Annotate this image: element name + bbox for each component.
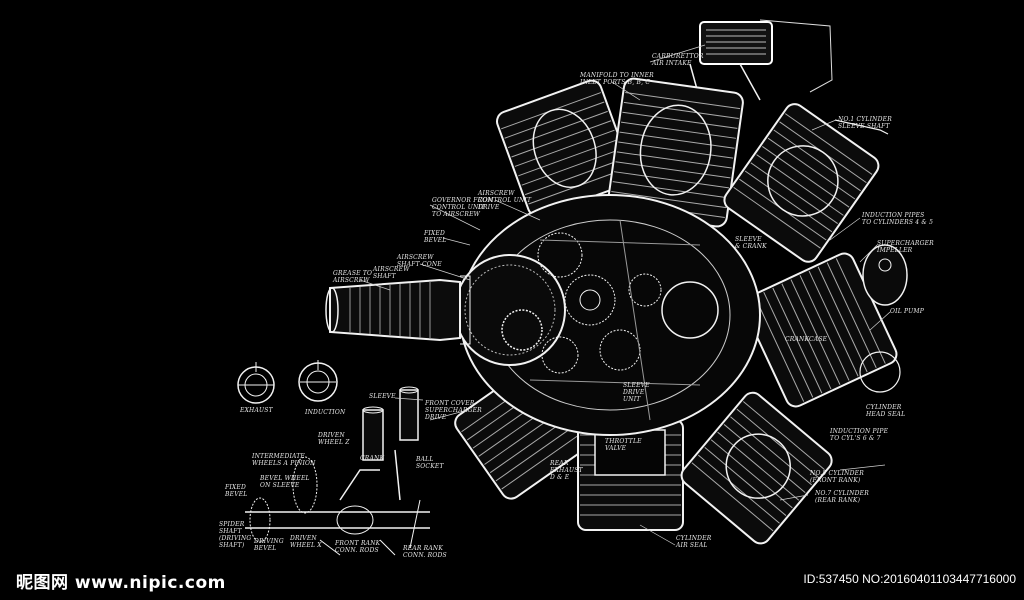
label-manifold: MANIFOLD TO INNER INLET PORTS B, B, C xyxy=(580,72,654,86)
label-front-rank: FRONT RANK CONN. RODS xyxy=(335,540,381,554)
cylinder-bottom xyxy=(577,419,684,531)
label-airscrew-shaft: AIRSCREW SHAFT xyxy=(373,266,410,280)
label-supercharger: SUPERCHARGER IMPELLER xyxy=(877,240,934,254)
label-governor: GOVERNOR FROM CONTROL UNIT TO AIRSCREW xyxy=(432,197,494,218)
label-induction-pipes: INDUCTION PIPES TO CYLINDERS 4 & 5 xyxy=(862,212,934,226)
label-sleeve-crank: SLEEVE & CRANK xyxy=(735,236,767,250)
label-bevel-wheel: BEVEL WHEEL ON SLEEVE xyxy=(260,475,310,489)
cylinder-upper-middle xyxy=(606,77,744,228)
leader-lines xyxy=(359,44,891,546)
exhaust-valve-view xyxy=(237,362,275,404)
cylinder-lower-right xyxy=(680,391,833,545)
label-airscrew-drive: AIRSCREW CONTROL UNIT DRIVE xyxy=(478,190,532,211)
label-no7-cylinder: NO.7 CYLINDER (REAR RANK) xyxy=(815,490,869,504)
label-induction: INDUCTION xyxy=(305,409,346,416)
label-rear-rank: REAR RANK CONN. RODS xyxy=(403,545,447,559)
sleeve-drive-mechanism xyxy=(245,386,430,556)
label-no5-cylinder: NO.5 CYLINDER (FRONT RANK) xyxy=(810,470,864,484)
label-rear-exhaust: REAR EXHAUST D & E xyxy=(550,460,583,481)
label-oil-pump: OIL PUMP xyxy=(890,308,924,315)
label-carburettor: CARBURETTOR AIR INTAKE xyxy=(652,53,704,67)
label-driven-wheel-x: DRIVEN WHEEL X xyxy=(290,535,322,549)
label-no1-cylinder: NO.1 CYLINDER SLEEVE SHAFT xyxy=(838,116,892,130)
carburettor-intake xyxy=(689,19,833,121)
label-intermediate: INTERMEDIATE WHEELS A PINION xyxy=(252,453,316,467)
label-driven-wheel-z: DRIVEN WHEEL Z xyxy=(318,432,350,446)
induction-valve-view xyxy=(298,360,338,402)
label-crank: CRANK xyxy=(360,455,385,462)
label-sleeve-drive: SLEEVE DRIVE UNIT xyxy=(623,382,650,403)
label-front-cover: FRONT COVER SUPERCHARGER DRIVE xyxy=(425,400,482,421)
label-induction-pipe-6-7: INDUCTION PIPE TO CYL'S 6 & 7 xyxy=(830,428,889,442)
airscrew-shaft xyxy=(325,275,471,345)
label-cylinder-head: CYLINDER HEAD SEAL xyxy=(866,404,906,418)
label-sleeve: SLEEVE xyxy=(369,393,396,400)
label-driving-bevel: DRIVING BEVEL xyxy=(254,538,284,552)
label-airscrew-shaft-cone: AIRSCREW SHAFT CONE xyxy=(397,254,442,268)
cylinder-right xyxy=(742,252,898,408)
label-fixed-bevel-top: FIXED BEVEL xyxy=(424,230,447,244)
label-ball-socket: BALL SOCKET xyxy=(416,456,444,470)
label-grease-airscrew: GREASE TO AIRSCREW xyxy=(333,270,373,284)
label-fixed-bevel: FIXED BEVEL xyxy=(225,484,248,498)
label-spider-shaft: SPIDER SHAFT (DRIVING SHAFT) xyxy=(219,521,252,549)
label-cylinder-seal: CYLINDER AIR SEAL xyxy=(676,535,712,549)
supercharger-unit xyxy=(834,119,908,393)
label-throttle: THROTTLE VALVE xyxy=(605,438,642,452)
cylinder-upper-left xyxy=(496,79,634,217)
label-crankcase: CRANKCASE xyxy=(785,336,828,343)
label-exhaust: EXHAUST xyxy=(240,407,273,414)
watermark-site: 昵图网 www.nipic.com xyxy=(16,573,226,593)
cylinder-upper-right xyxy=(723,103,880,263)
watermark-id: ID:537450 NO:20160401103447716000 xyxy=(803,572,1016,586)
